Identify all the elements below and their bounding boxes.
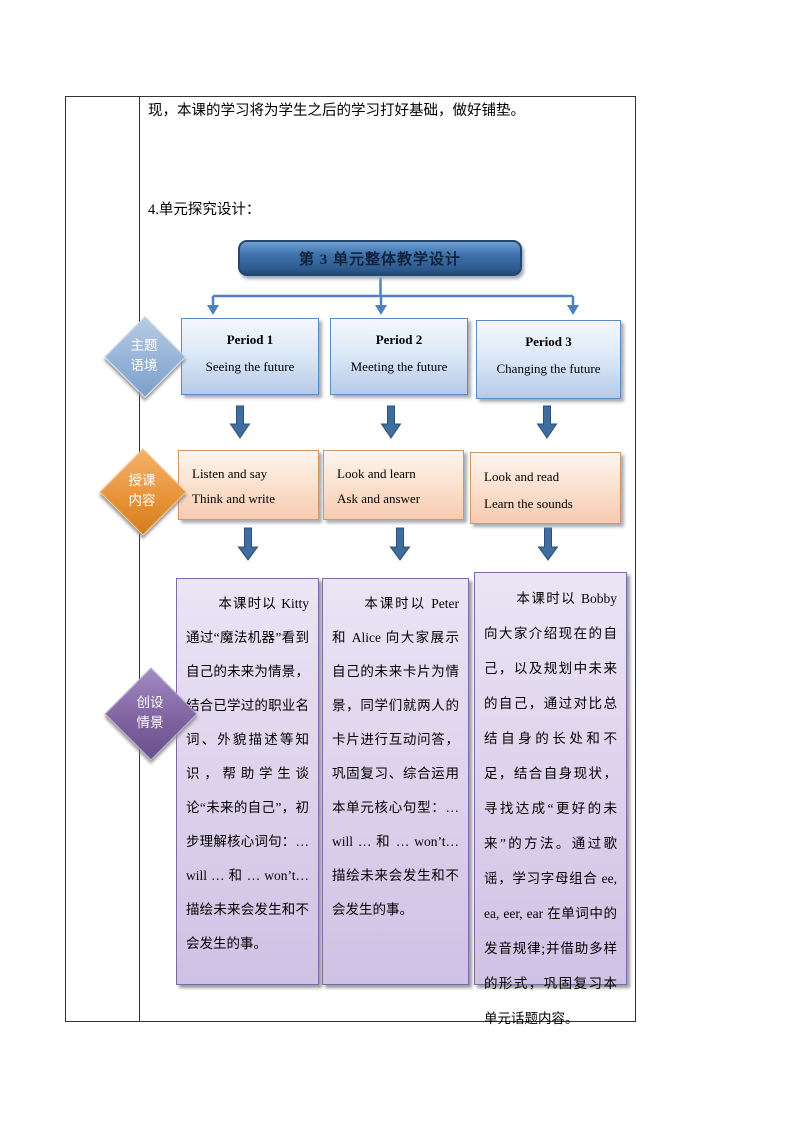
scenario-2-box: 本课时以 Peter 和 Alice 向大家展示自己的未来卡片为情景，同学们就两… bbox=[322, 578, 469, 985]
content-3-box: Look and read Learn the sounds bbox=[470, 452, 621, 524]
stage-label-line: 主题 bbox=[130, 337, 158, 353]
content-3-line1: Look and read bbox=[484, 469, 560, 484]
table-column-divider bbox=[139, 97, 140, 1021]
content-2-box: Look and learn Ask and answer bbox=[323, 450, 464, 520]
scenario-3-box: 本课时以 Bobby 向大家介绍现在的自己，以及规划中未来的自己，通过对比总结自… bbox=[474, 572, 627, 1026]
content-3-line2: Learn the sounds bbox=[484, 496, 573, 512]
period-2-subtitle: Meeting the future bbox=[350, 359, 448, 374]
period-3-box: Period 3 Changing the future bbox=[476, 320, 621, 399]
section-heading: 4.单元探究设计： bbox=[148, 202, 261, 218]
stage-label-theme-context: 主题 语境 bbox=[110, 328, 178, 384]
table-border bbox=[65, 96, 636, 1022]
content-2-line1: Look and learn bbox=[337, 466, 416, 481]
stage-label-line: 内容 bbox=[128, 493, 156, 508]
scenario-3-text: 本课时以 Bobby 向大家介绍现在的自己，以及规划中未来的自己，通过对比总结自… bbox=[484, 591, 617, 1026]
content-1-line1: Listen and say bbox=[192, 466, 268, 481]
period-3-subtitle: Changing the future bbox=[496, 361, 601, 376]
scenario-1-box: 本课时以 Kitty 通过“魔法机器”看到自己的未来为情景，结合已学过的职业名词… bbox=[176, 578, 319, 985]
stage-label-line: 创设 bbox=[136, 694, 164, 710]
content-1-line2: Think and write bbox=[192, 490, 276, 506]
period-1-box: Period 1 Seeing the future bbox=[181, 318, 319, 395]
unit-design-title-banner: 第 3 单元整体教学设计 bbox=[238, 240, 522, 276]
scenario-2-text: 本课时以 Peter 和 Alice 向大家展示自己的未来卡片为情景，同学们就两… bbox=[332, 596, 459, 917]
stage-label-line: 语境 bbox=[130, 358, 158, 373]
content-1-box: Listen and say Think and write bbox=[178, 450, 319, 520]
stage-label-teaching-content: 授课 内容 bbox=[108, 463, 176, 519]
period-2-title: Period 2 bbox=[375, 332, 423, 347]
stage-label-scenario-creation: 创设 情景 bbox=[116, 685, 184, 741]
stage-label-line: 授课 bbox=[128, 472, 156, 488]
period-3-title: Period 3 bbox=[525, 334, 572, 349]
period-2-box: Period 2 Meeting the future bbox=[330, 318, 468, 395]
content-2-line2: Ask and answer bbox=[337, 490, 421, 506]
period-1-title: Period 1 bbox=[226, 332, 274, 347]
stage-label-line: 情景 bbox=[136, 715, 164, 730]
scenario-1-text: 本课时以 Kitty 通过“魔法机器”看到自己的未来为情景，结合已学过的职业名词… bbox=[186, 596, 309, 951]
intro-paragraph: 现，本课的学习将为学生之后的学习打好基础，做好铺垫。 bbox=[148, 103, 525, 119]
period-1-subtitle: Seeing the future bbox=[205, 359, 295, 374]
